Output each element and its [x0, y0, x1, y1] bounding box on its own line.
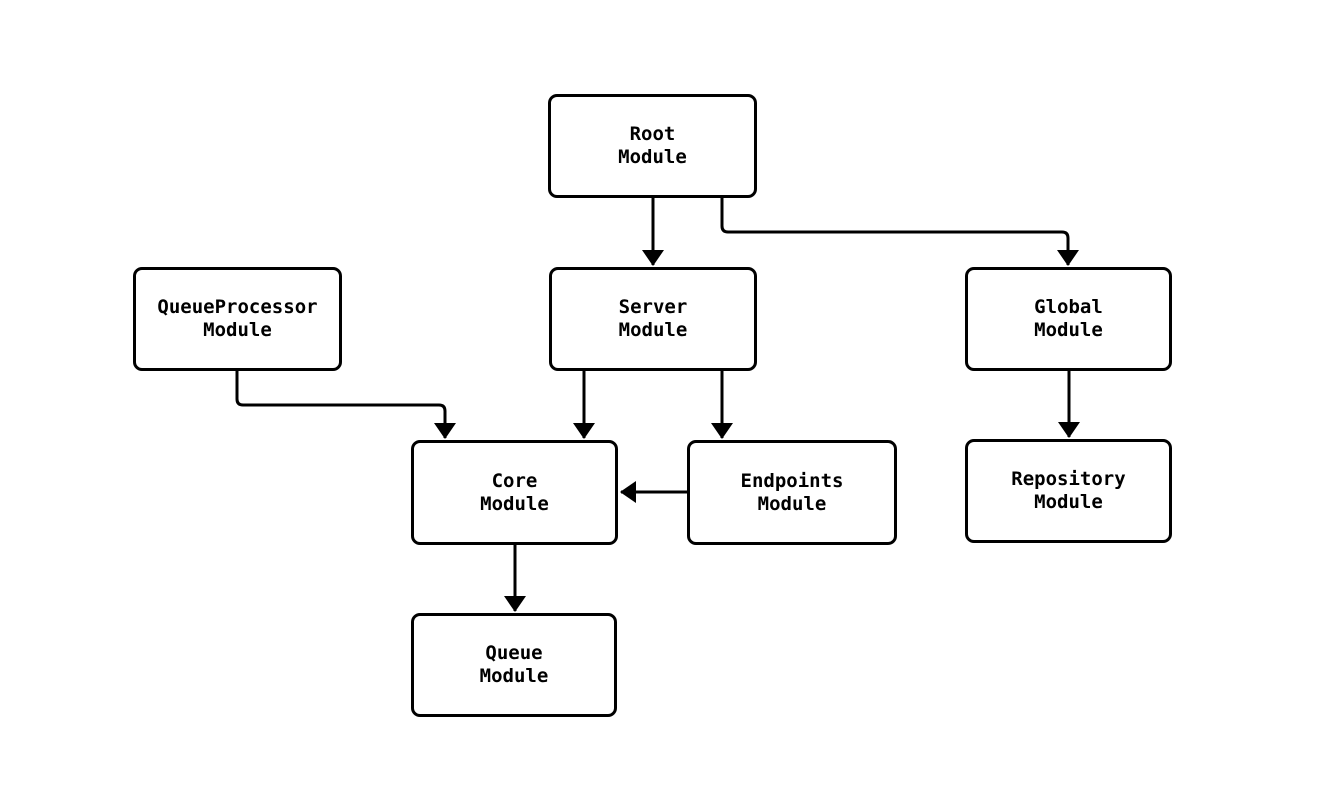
- node-endpoints-label: Endpoints Module: [740, 469, 844, 515]
- edge-root-to-global: [720, 198, 1079, 266]
- node-queue-module: Queue Module: [411, 613, 617, 717]
- node-queueprocessor-label: QueueProcessor Module: [157, 296, 318, 341]
- node-queueprocessor-module: QueueProcessor Module: [133, 267, 342, 371]
- node-server-module: Server Module: [549, 267, 757, 371]
- node-repository-module: Repository Module: [965, 439, 1172, 543]
- node-repository-label: Repository Module: [1011, 468, 1126, 513]
- node-global-label: Global Module: [1034, 296, 1103, 341]
- node-global-module: Global Module: [965, 267, 1172, 371]
- node-core-label: Core Module: [480, 469, 549, 515]
- node-core-module: Core Module: [411, 440, 618, 545]
- edge-queueprocessor-to-core: [235, 371, 456, 439]
- node-endpoints-module: Endpoints Module: [687, 440, 897, 545]
- node-root-label: Root Module: [618, 123, 687, 168]
- node-server-label: Server Module: [618, 296, 688, 341]
- node-root-module: Root Module: [548, 94, 757, 198]
- node-queue-label: Queue Module: [479, 642, 549, 687]
- edge-group: [235, 198, 1080, 612]
